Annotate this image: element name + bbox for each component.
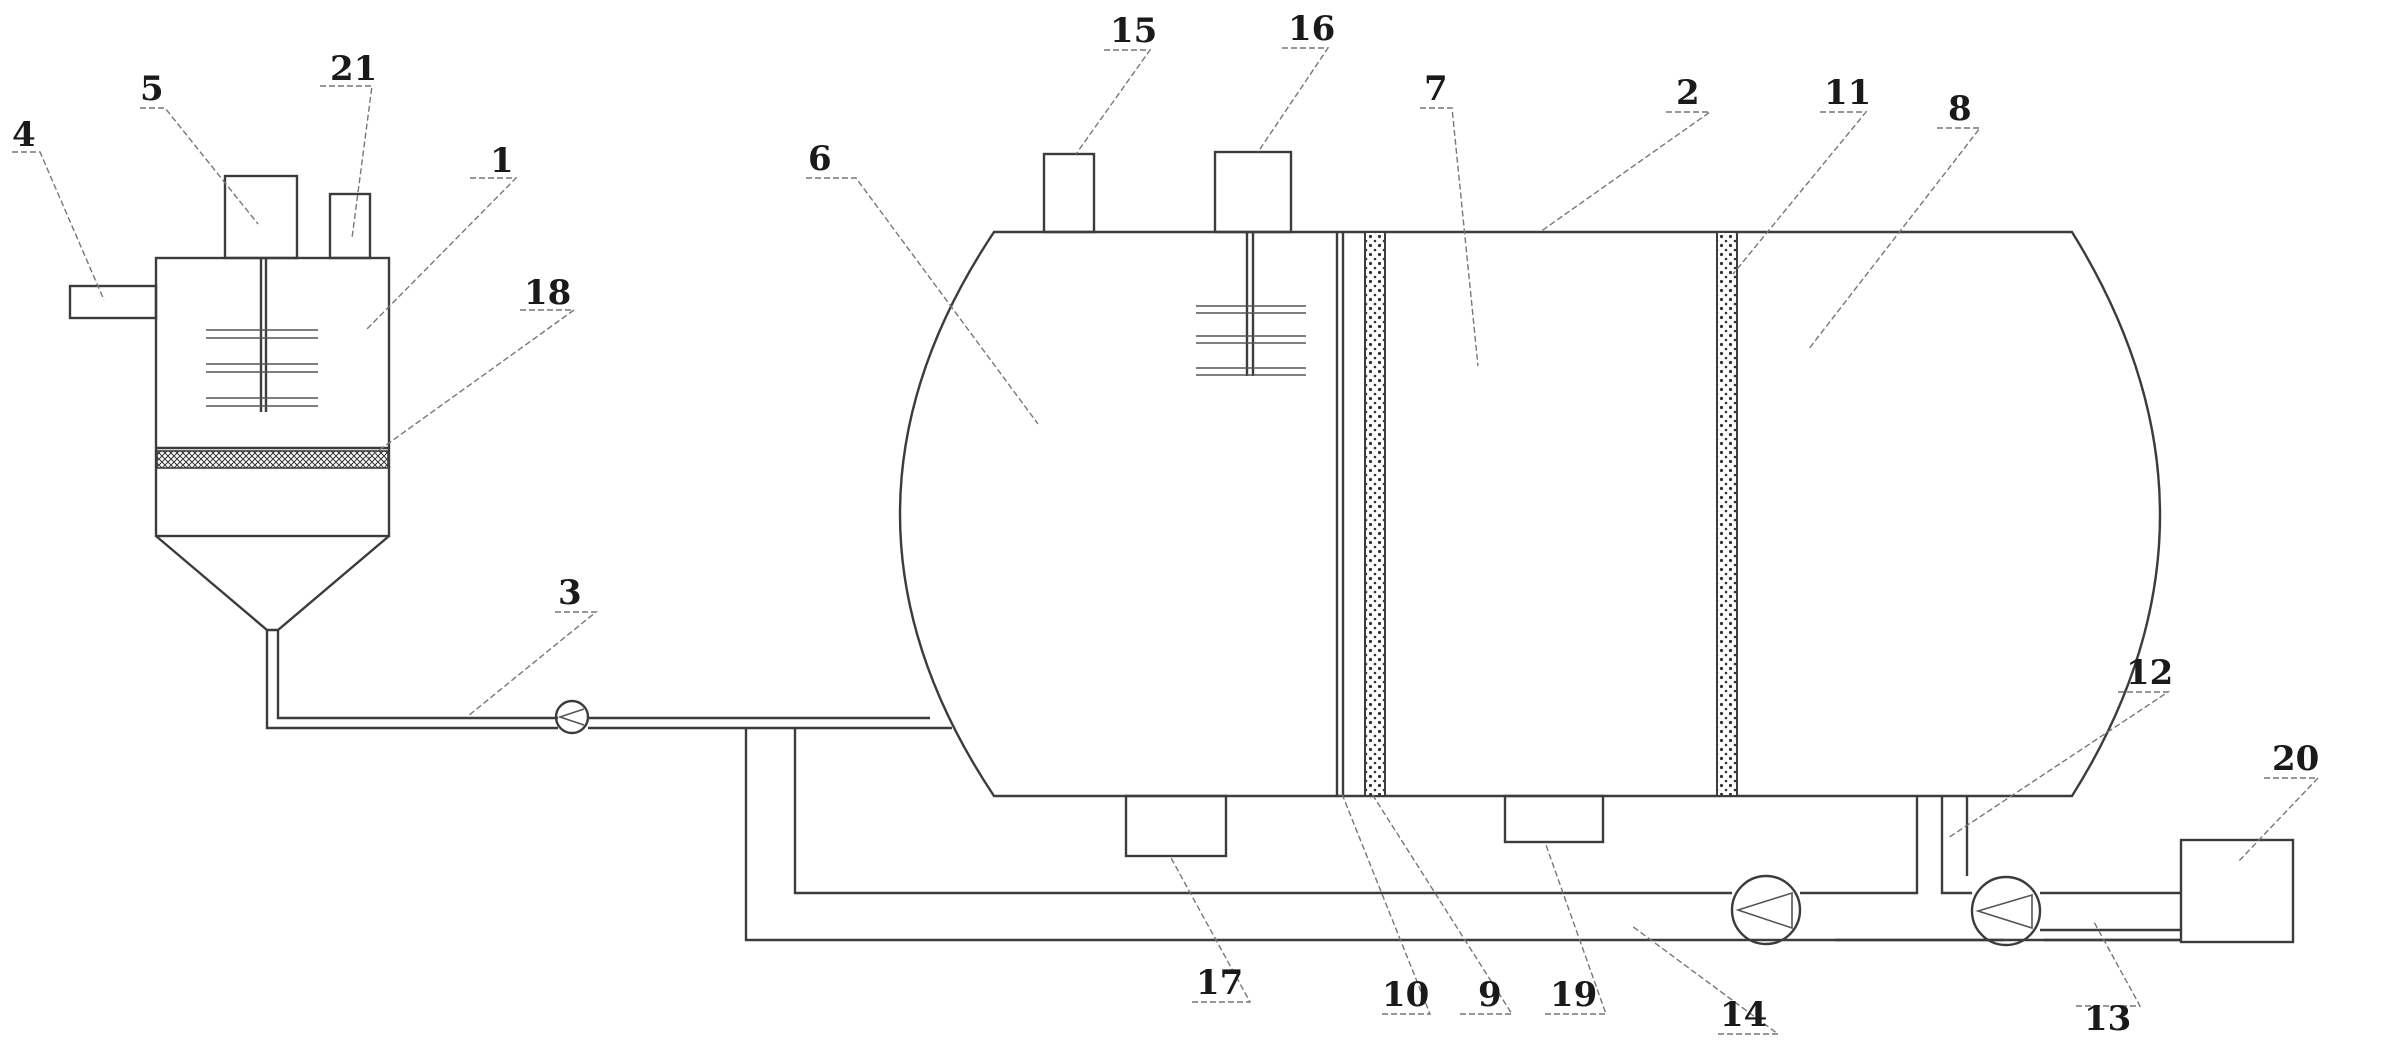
pump-icon-feed [554, 699, 590, 735]
label-13: 13 [2084, 999, 2131, 1039]
label-16: 16 [1288, 9, 1335, 49]
label-15: 15 [1110, 11, 1157, 51]
filter-wall-11 [1716, 231, 1738, 797]
motor-16 [1213, 150, 1293, 234]
label-14: 14 [1720, 995, 1767, 1035]
label-6: 6 [808, 139, 832, 179]
feed-pipe-3 [265, 630, 952, 730]
label-20: 20 [2272, 739, 2319, 779]
label-10: 10 [1382, 975, 1429, 1015]
motor-5 [223, 174, 299, 260]
leader-lines [12, 47, 2320, 1035]
label-7: 7 [1424, 69, 1448, 109]
outlet-pipe-12 [1940, 796, 1972, 895]
label-1: 1 [490, 141, 514, 181]
return-pipe-14 [744, 728, 2180, 942]
outlet-pipe-13 [2040, 891, 2181, 932]
label-5: 5 [140, 69, 164, 109]
label-11: 11 [1824, 73, 1871, 113]
bottom-port-17 [1124, 794, 1228, 858]
label-9: 9 [1478, 975, 1502, 1015]
bottom-port-19 [1503, 794, 1605, 844]
label-17: 17 [1196, 963, 1243, 1003]
pump-icon-return [1730, 874, 1802, 946]
filter-wall-9 [1364, 231, 1386, 797]
port-21 [328, 192, 372, 260]
partition-10 [1335, 232, 1345, 796]
label-12: 12 [2126, 653, 2173, 693]
label-21: 21 [330, 49, 377, 89]
main-tank-2 [898, 230, 2162, 798]
inlet-pipe-4 [68, 284, 158, 320]
pump-icon-outlet [1970, 875, 2042, 947]
agitator-tank [1196, 232, 1306, 376]
collection-box-20 [2179, 838, 2295, 944]
port-15 [1042, 152, 1096, 234]
label-19: 19 [1550, 975, 1597, 1015]
label-4: 4 [12, 115, 36, 155]
label-3: 3 [558, 573, 582, 613]
pretreatment-vessel [154, 256, 391, 632]
label-2: 2 [1676, 73, 1700, 113]
label-18: 18 [524, 273, 571, 313]
filter-layer-18 [156, 450, 389, 469]
label-8: 8 [1948, 89, 1972, 129]
agitator-small [206, 258, 318, 412]
